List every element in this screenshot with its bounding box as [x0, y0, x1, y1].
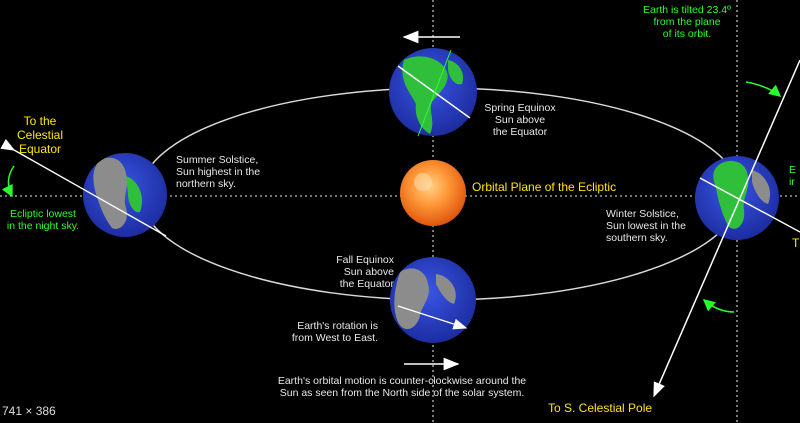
tilt-arc-left [1, 165, 15, 198]
winter-solstice-label: Winter Solstice, Sun lowest in the south… [606, 208, 686, 244]
t-partial-label: T [792, 236, 800, 250]
celestial-equator-label: To the Celestial Equator [16, 114, 64, 156]
summer-solstice-label: Summer Solstice, Sun highest in the nort… [176, 154, 261, 190]
earth-fall-equinox [390, 257, 476, 343]
rotation-note: Earth's rotation is from West to East. [291, 320, 378, 344]
fall-equinox-label: Fall Equinox Sun above the Equator [336, 254, 394, 290]
tilt-arc-top-right [745, 81, 782, 97]
sun [400, 160, 466, 226]
south-celestial-pole-label: To S. Celestial Pole [548, 401, 653, 415]
earth-axis-line [653, 59, 800, 398]
earth-spring-equinox [389, 48, 477, 137]
spring-equinox-label: Spring Equinox Sun above the Equator [484, 102, 556, 138]
image-dimensions-label: 741 × 386 [2, 404, 56, 418]
earth-winter-solstice [695, 156, 800, 240]
orbital-motion-note: Earth's orbital motion is counter-clockw… [277, 375, 527, 399]
tilt-arc-bottom-right [702, 299, 735, 313]
orbital-plane-label: Orbital Plane of the Ecliptic [472, 180, 617, 194]
ecliptic-lowest-label: Ecliptic lowest in the night sky. [6, 208, 80, 232]
tilt-note: Earth is tilted 23.4º from the plane of … [643, 4, 731, 40]
ecliptic-right-partial-label: E ir [789, 164, 797, 188]
earth-summer-solstice [0, 138, 167, 237]
